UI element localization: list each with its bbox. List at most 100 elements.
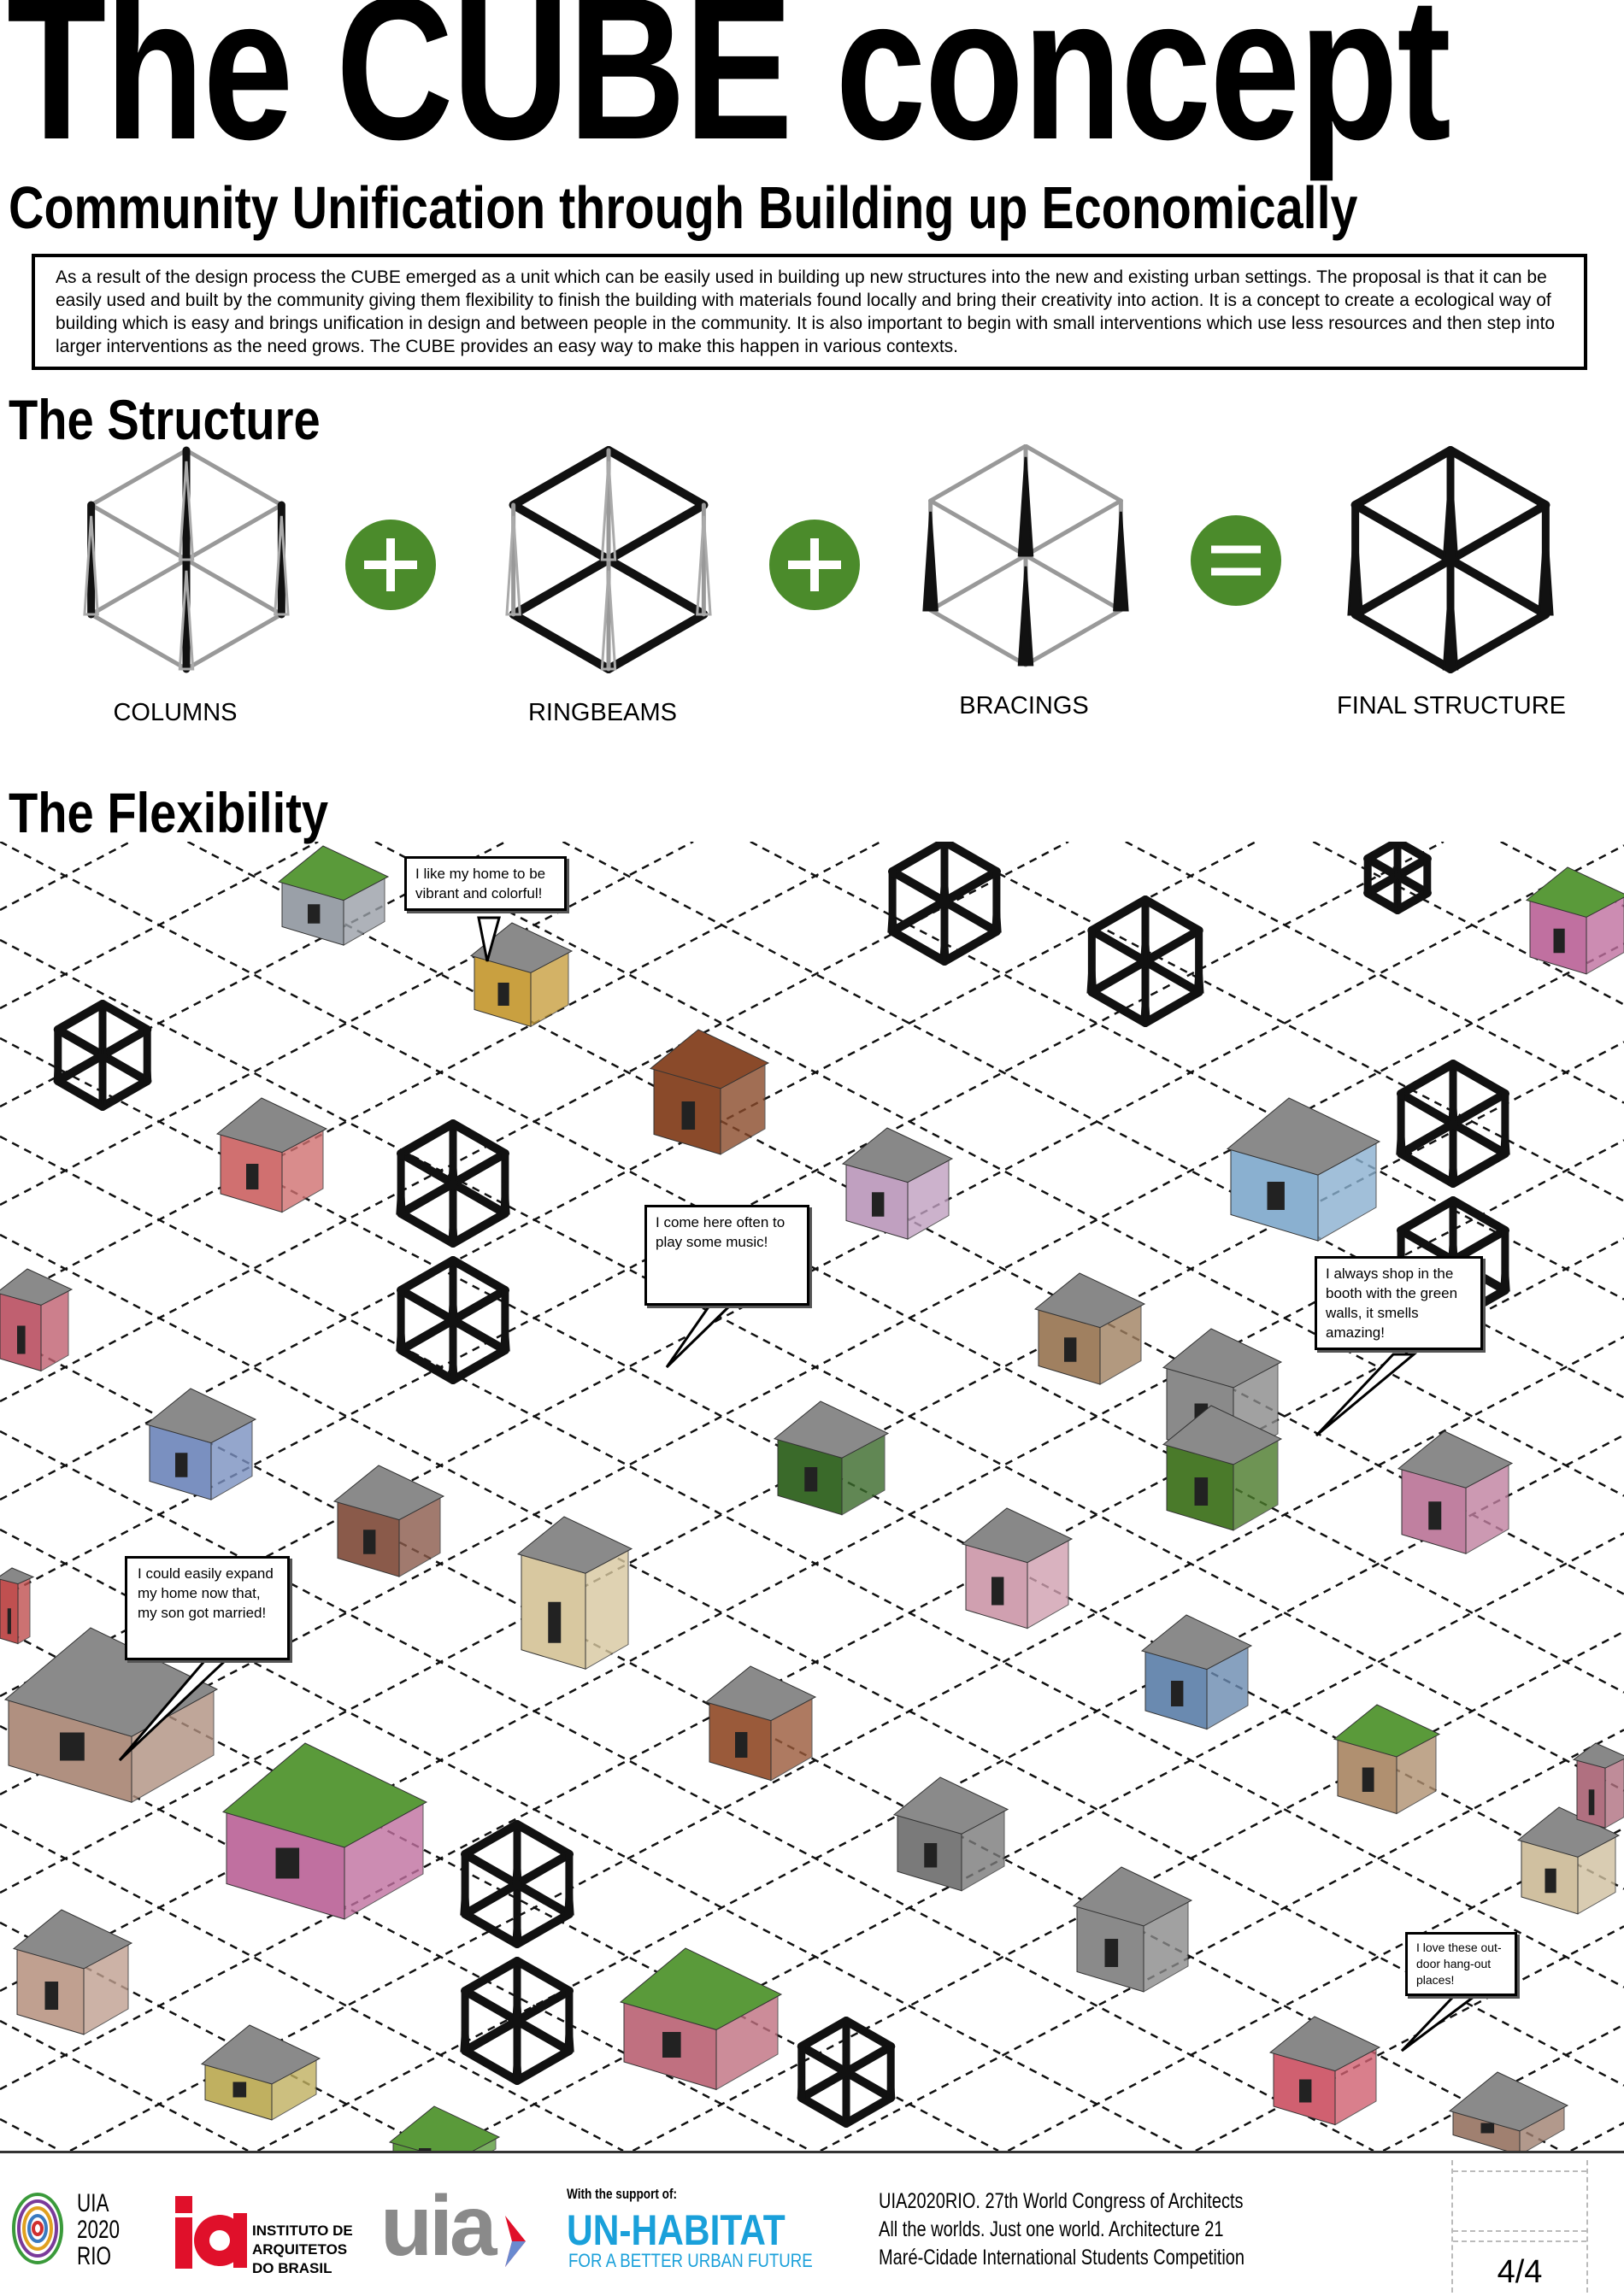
ringbeam xyxy=(513,2046,574,2085)
house-door xyxy=(1194,1477,1209,1506)
cube-frame xyxy=(396,1119,510,1248)
unhabitat-tagline: FOR A BETTER URBAN FUTURE xyxy=(568,2250,813,2271)
speech-bubble: I always shop in the booth with the gree… xyxy=(1315,1256,1483,1350)
ringbeam xyxy=(461,1820,521,1859)
ringbeam xyxy=(184,557,284,617)
uia-logo: uia xyxy=(380,2178,497,2274)
ringbeam xyxy=(397,1256,457,1295)
bracing xyxy=(564,1859,574,1916)
uia2020-line: UIA xyxy=(77,2189,109,2217)
speech-bubble-tail xyxy=(1400,1995,1478,2052)
ringbeam xyxy=(1397,1060,1457,1098)
bracing xyxy=(939,847,950,903)
ringbeam xyxy=(1141,957,1203,996)
house-door xyxy=(60,1732,85,1761)
ringbeam xyxy=(397,1119,457,1158)
ringbeam xyxy=(1446,555,1550,619)
bracing xyxy=(1393,844,1402,878)
house xyxy=(1516,1806,1621,1915)
ringbeam xyxy=(461,2017,521,2055)
ringbeam xyxy=(1397,1196,1457,1235)
uia2020-text: UIA 2020 RIO xyxy=(77,2190,120,2270)
house-roof xyxy=(1140,1614,1253,1671)
ringbeam xyxy=(1449,1226,1509,1265)
cube-frame xyxy=(1363,842,1432,914)
house-roof xyxy=(1448,2071,1569,2132)
house-door xyxy=(363,1530,376,1554)
house-door xyxy=(1171,1681,1184,1706)
grid-line xyxy=(0,1233,1624,2087)
ringbeam xyxy=(888,927,949,966)
ringbeam xyxy=(509,501,613,564)
ringbeam xyxy=(449,1119,509,1158)
grid-line xyxy=(69,1336,1624,2151)
speech-bubble-tail xyxy=(118,1659,229,1762)
equals-icon xyxy=(1191,515,1281,606)
ringbeam xyxy=(797,2017,850,2051)
bracing xyxy=(83,515,99,616)
bracing xyxy=(53,1034,63,1083)
speech-bubble: I could easily expand my home now that, … xyxy=(125,1556,290,1660)
grid-line xyxy=(820,1729,1624,2151)
speech-bubble: I come here often to play some music! xyxy=(644,1205,809,1306)
bracing xyxy=(448,1325,458,1382)
bracing xyxy=(500,1295,510,1352)
ringbeam xyxy=(397,1316,457,1354)
ringbeam xyxy=(940,927,1001,966)
ringbeam xyxy=(449,1316,509,1354)
plus-icon xyxy=(345,520,436,610)
ringbeam xyxy=(1397,1119,1457,1158)
bracing xyxy=(396,1295,406,1352)
house-door xyxy=(662,2032,681,2058)
grid-line xyxy=(0,2117,62,2151)
ringbeam xyxy=(1449,1196,1509,1235)
ringbeam xyxy=(1023,498,1123,558)
grid-line xyxy=(937,842,1624,1202)
bracing xyxy=(97,1060,108,1108)
ringbeam xyxy=(1363,854,1402,880)
ringbeam xyxy=(797,2042,850,2076)
ringbeam xyxy=(449,1346,509,1384)
ringbeam xyxy=(89,502,189,562)
grid-line xyxy=(0,842,694,1207)
ringbeam xyxy=(509,610,613,673)
house-roof xyxy=(1162,1328,1283,1389)
bracing xyxy=(1442,570,1459,671)
ringbeam xyxy=(928,553,1028,613)
bracing xyxy=(841,2025,851,2074)
iab-line: ARQUITETOS xyxy=(252,2241,348,2258)
house-door xyxy=(872,1192,885,1217)
house-roof xyxy=(388,2105,501,2151)
bracing xyxy=(1448,1069,1458,1125)
house xyxy=(332,1465,445,1577)
cube-frame xyxy=(460,1820,574,1948)
ringbeam xyxy=(928,444,1028,503)
intro-text-box: As a result of the design process the CU… xyxy=(32,254,1587,370)
ringbeam xyxy=(1087,926,1150,966)
bracing xyxy=(841,2076,851,2125)
ringbeam xyxy=(1397,1089,1457,1128)
structure-heading: The Structure xyxy=(9,388,321,451)
ringbeam xyxy=(1023,553,1123,613)
ringbeam xyxy=(449,1209,509,1248)
ringbeam xyxy=(1363,842,1402,863)
house-door xyxy=(419,2148,432,2151)
cube-frame xyxy=(1086,895,1204,1027)
house-roof xyxy=(1226,1097,1381,1176)
house-door xyxy=(1545,1868,1556,1894)
speech-bubble-tail xyxy=(1315,1353,1418,1437)
ringbeam xyxy=(1446,610,1550,673)
house-roof xyxy=(1033,1272,1146,1329)
ringbeam xyxy=(1363,872,1402,897)
house xyxy=(388,2105,501,2151)
ringbeam xyxy=(53,1077,107,1111)
house-door xyxy=(681,1101,696,1130)
ringbeam xyxy=(461,1957,521,1995)
ringbeam xyxy=(1087,895,1150,935)
house xyxy=(1033,1272,1146,1385)
house xyxy=(144,1388,257,1500)
grid-line xyxy=(0,1626,999,2151)
ringbeam xyxy=(184,502,284,562)
house xyxy=(1226,1097,1381,1242)
speech-bubble: I like my home to be vibrant and colorfu… xyxy=(404,856,567,911)
